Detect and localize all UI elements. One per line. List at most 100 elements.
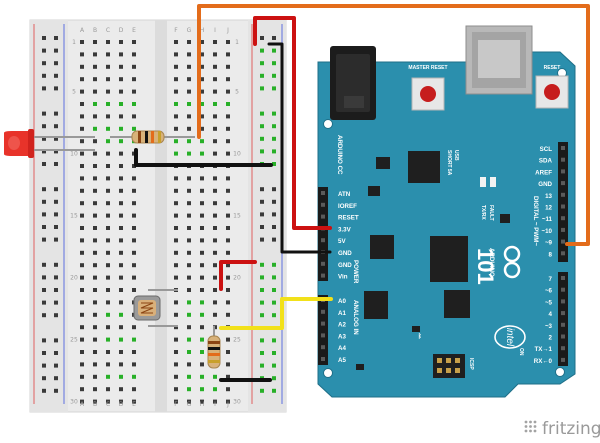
bb-col-label: B: [93, 401, 97, 408]
power-pin-label: GND: [338, 262, 352, 269]
master-reset-label: MASTER RESET: [408, 65, 447, 71]
digital-pin-label: 8: [549, 251, 553, 258]
bb-col-label: D: [119, 27, 124, 34]
intel-logo-icon: intel: [494, 325, 526, 349]
bb-row-number: 15: [233, 213, 241, 220]
power-pin-label: 5V: [338, 238, 346, 245]
model-number: 101: [473, 248, 498, 285]
bb-row-number: 10: [233, 151, 241, 158]
digital-pin-label: 2: [549, 335, 553, 342]
digital-pin-label: ~6: [545, 288, 553, 295]
digital-pin-label: TX→1: [534, 346, 552, 353]
digital-pin-label: ~10: [542, 228, 553, 235]
power-pin-label: 3.3V: [338, 226, 352, 233]
power-header: [318, 187, 328, 281]
bb-col-label: D: [119, 401, 124, 408]
bb-col-label: G: [187, 401, 192, 408]
power-pin-label: GND: [338, 250, 352, 257]
fault-label: FAULT: [488, 205, 494, 221]
bb-col-label: C: [106, 27, 110, 34]
power-pin-label: RESET: [338, 215, 359, 222]
chip-bottom-left: [364, 291, 388, 319]
arduino-brand: ARDUINO: [488, 248, 495, 277]
photoresistor: [133, 289, 178, 327]
analog-header: [318, 295, 328, 365]
bb-row-number: 10: [70, 151, 78, 158]
bb-row-number: 15: [70, 213, 78, 220]
main-processor-chip: [430, 236, 468, 282]
black-wire-led: [134, 148, 273, 167]
bluetooth-icon: ᛒ: [418, 332, 422, 340]
bb-col-label: I: [214, 27, 216, 34]
power-label: POWER: [352, 260, 359, 284]
analog-pin-label: A1: [338, 310, 346, 317]
black-wire-top: [267, 42, 332, 254]
wires: [134, 4, 590, 382]
reset-button[interactable]: [535, 75, 569, 109]
digital-pin-label: 7: [549, 276, 553, 283]
red-wire-bottom: [219, 260, 257, 291]
analog-pin-label: A0: [338, 298, 346, 305]
chip-left: [370, 235, 394, 259]
bb-col-label: A: [80, 27, 85, 34]
bb-row-number: 20: [70, 275, 78, 282]
analog-in-label: ANALOG IN: [352, 300, 359, 335]
fritzing-text: fritzing: [542, 419, 600, 439]
icsp-header: [433, 354, 465, 378]
master-reset-button[interactable]: [411, 77, 445, 111]
digital-pin-label: ~9: [545, 240, 553, 247]
digital-pin-label: 12: [545, 205, 552, 212]
bb-col-label: G: [187, 27, 192, 34]
analog-pin-label: A3: [338, 333, 346, 340]
reset-label: RESET: [544, 65, 561, 71]
digital-pin-label: 13: [545, 193, 552, 200]
yellow-wire: [219, 297, 333, 330]
power-pin-label: IOREF: [338, 203, 357, 210]
bb-col-label: E: [132, 401, 136, 408]
digital-pin-label: ~11: [542, 216, 553, 223]
power-jack: [330, 46, 376, 120]
arduino-board: MASTER RESET RESET TX/RX FAULT: [317, 25, 576, 398]
bb-col-label: J: [226, 27, 229, 34]
digital-pin-label: SDA: [539, 158, 553, 165]
resistor-top: [110, 130, 195, 144]
digital-pin-label: RX←0: [534, 358, 553, 365]
digital-pin-label: SCL: [540, 146, 553, 153]
bb-col-label: B: [93, 27, 97, 34]
red-led: [4, 129, 95, 158]
chip-small-2: [368, 186, 380, 196]
bb-row-number: 30: [233, 399, 241, 406]
bb-col-label: H: [200, 27, 205, 34]
arduino-logo-icon: [503, 245, 521, 279]
bb-col-label: C: [106, 401, 110, 408]
orange-wire: [197, 4, 590, 246]
digital-pin-label: AREF: [535, 169, 552, 176]
chip-top: [408, 151, 440, 183]
bb-col-label: A: [80, 401, 85, 408]
bb-row-number: 25: [70, 337, 78, 344]
tx-rx-led: [480, 177, 486, 187]
bb-row-number: 25: [233, 337, 241, 344]
bb-row-number: 1: [72, 39, 76, 46]
digital-header-top: [558, 142, 568, 262]
bb-col-label: I: [214, 401, 216, 408]
usb-connector: [465, 25, 533, 95]
intel-text: intel: [504, 328, 515, 347]
bb-col-label: H: [200, 401, 205, 408]
bb-row-number: 1: [235, 39, 239, 46]
digital-header-bottom: [558, 272, 568, 366]
bb-row-number: 5: [72, 89, 76, 96]
usb-short-label: SHORT 5A: [446, 150, 452, 176]
digital-pin-label: 4: [549, 311, 553, 318]
power-pin-label: ATN: [338, 191, 351, 198]
bb-col-label: E: [132, 27, 136, 34]
digital-pin-label: ~3: [545, 323, 553, 330]
digital-pin-label: ~5: [545, 299, 553, 306]
chip-small-1: [376, 157, 390, 169]
fritzing-logo: fritzing: [524, 419, 600, 439]
power-pin-label: Vin: [338, 274, 348, 281]
icsp-label: ICSP: [468, 358, 474, 370]
digital-pin-label: GND: [538, 181, 552, 188]
